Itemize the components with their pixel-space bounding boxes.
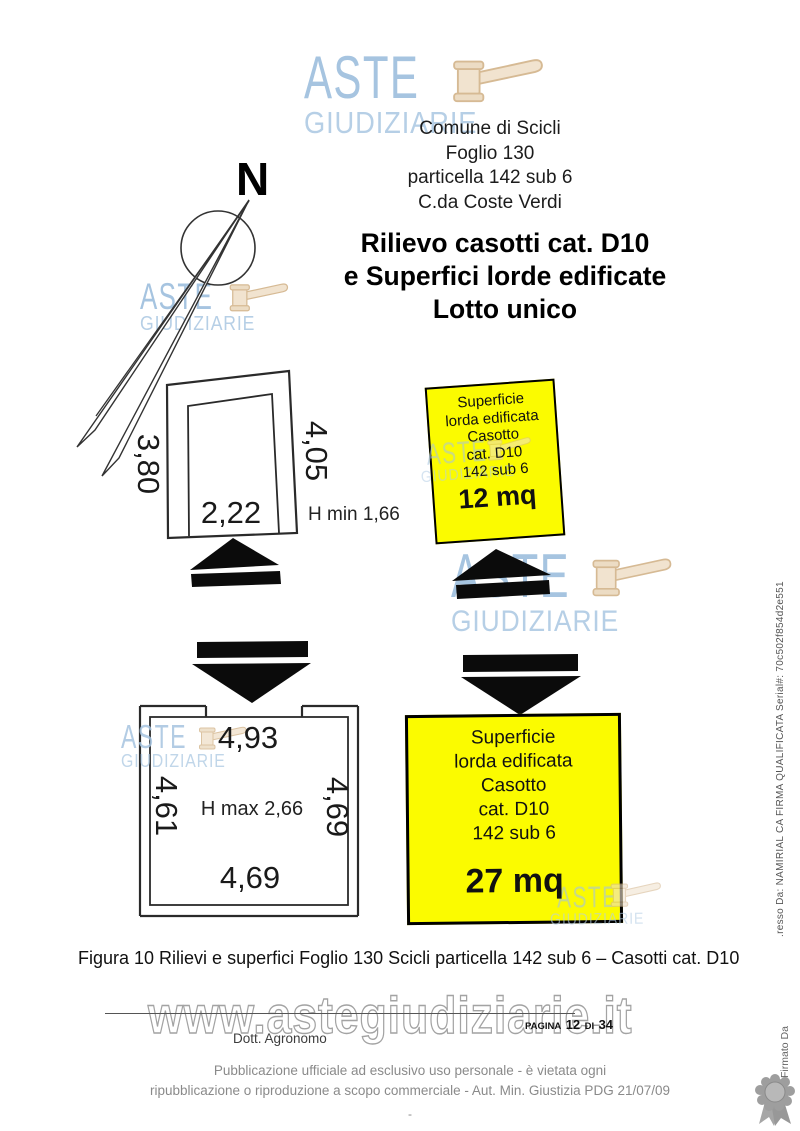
label-superficie: Superficie	[470, 726, 556, 749]
area-value-large: 27 mq	[465, 861, 564, 901]
arrow-up-left	[190, 538, 279, 570]
aste-wordmark: ASTE	[121, 718, 187, 755]
aste-wordmark: ASTE	[140, 276, 214, 317]
signature-stamp-info: .resso Da: NAMIRIAL CA FIRMA QUALIFICATA…	[775, 581, 786, 937]
title-line-2: e Superfici lorde edificate	[343, 261, 667, 291]
figure-caption: Figura 10 Rilievi e superfici Foglio 130…	[78, 948, 740, 968]
height-note-small: H min 1,66	[308, 504, 400, 525]
gavel-icon	[592, 558, 672, 597]
aste-giudiziarie-logo-middle: ASTE GIUDIZIARIE	[451, 542, 672, 639]
compass-line	[95, 200, 250, 417]
signed-by-label: Firmato Da	[779, 1026, 791, 1078]
header-line-particella: particella 142 sub 6	[407, 167, 573, 188]
signature-seal-icon	[755, 1074, 795, 1126]
document-header: Comune di Scicli Foglio 130 particella 1…	[380, 117, 600, 215]
giudiziarie-wordmark: GIUDIZIARIE	[451, 605, 620, 639]
arrow-down-right	[461, 676, 581, 715]
dim-small-left: 3,80	[131, 433, 166, 495]
page-title: Rilievo casotti cat. D10 e Superfici lor…	[320, 227, 690, 326]
compass-circle	[180, 210, 256, 286]
label-categoria: cat. D10	[478, 798, 550, 821]
label-lorda-edificata: lorda edificata	[454, 750, 573, 773]
dim-large-left: 4,61	[149, 775, 184, 837]
compass-needle	[76, 199, 250, 448]
giudiziarie-wordmark: GIUDIZIARIE	[140, 313, 256, 336]
surface-box-large: ASTE GIUDIZIARIE Superficie lorda edific…	[404, 712, 662, 928]
giudiziarie-wordmark: GIUDIZIARIE	[121, 751, 226, 772]
page-indicator: PAGINA 12 DI 34	[525, 1016, 613, 1034]
header-line-contrada: C.da Coste Verdi	[418, 191, 562, 213]
title-line-1: Rilievo casotti cat. D10	[360, 228, 650, 258]
site-watermark: www.astegiudiziarie.it	[147, 986, 633, 1045]
title-line-3: Lotto unico	[432, 294, 578, 324]
aste-giudiziarie-logo-left: ASTE GIUDIZIARIE	[140, 276, 289, 336]
page-current: 12	[565, 1017, 581, 1032]
header-line-comune: Comune di Scicli	[419, 118, 561, 139]
arrow-down-right-bar	[463, 654, 578, 672]
di-label: DI	[584, 1021, 595, 1032]
aste-wordmark: ASTE	[304, 44, 420, 111]
footer-dash: -	[408, 1107, 412, 1121]
disclaimer-line-1: Pubblicazione ufficiale ad esclusivo uso…	[213, 1063, 607, 1078]
dim-large-right: 4,69	[320, 776, 355, 838]
arrow-up-right	[452, 549, 551, 581]
gavel-icon	[453, 59, 543, 103]
disclaimer-line-2: ripubblicazione o riproduzione a scopo c…	[149, 1083, 670, 1098]
surface-box-large-text: Superficie lorda edificata Casotto cat. …	[408, 716, 619, 847]
height-note-large: H max 2,66	[200, 798, 304, 820]
arrow-up-right-bar	[456, 580, 550, 599]
disclaimer: Pubblicazione ufficiale ad esclusivo uso…	[80, 1061, 740, 1124]
author-line: Dott. Agronomo	[233, 1031, 327, 1046]
dim-small-width: 2,22	[200, 495, 262, 530]
aste-wordmark: ASTE	[451, 542, 570, 611]
north-label: N	[236, 153, 270, 205]
page-total: 34	[598, 1017, 614, 1032]
gavel-icon	[229, 283, 289, 312]
arrow-up-left-bar	[191, 571, 281, 587]
arrow-down-left	[192, 663, 311, 703]
header-line-foglio: Foglio 130	[445, 142, 535, 164]
surface-box-small: ASTE GIUDIZIARIE Superficie lorda edific…	[420, 378, 566, 545]
arrow-down-left-bar	[197, 641, 308, 658]
label-casotto: Casotto	[480, 774, 547, 797]
pagina-label: PAGINA	[525, 1021, 562, 1032]
surface-box-small-text: Superficie lorda edificata Casotto cat. …	[427, 381, 559, 484]
dim-large-top: 4,93	[217, 720, 279, 755]
compass-needle	[101, 199, 250, 477]
dim-large-bottom: 4,69	[219, 860, 281, 895]
dim-small-right: 4,05	[299, 420, 334, 482]
label-particella: 142 sub 6	[472, 822, 556, 845]
footer-rule	[105, 1013, 575, 1014]
